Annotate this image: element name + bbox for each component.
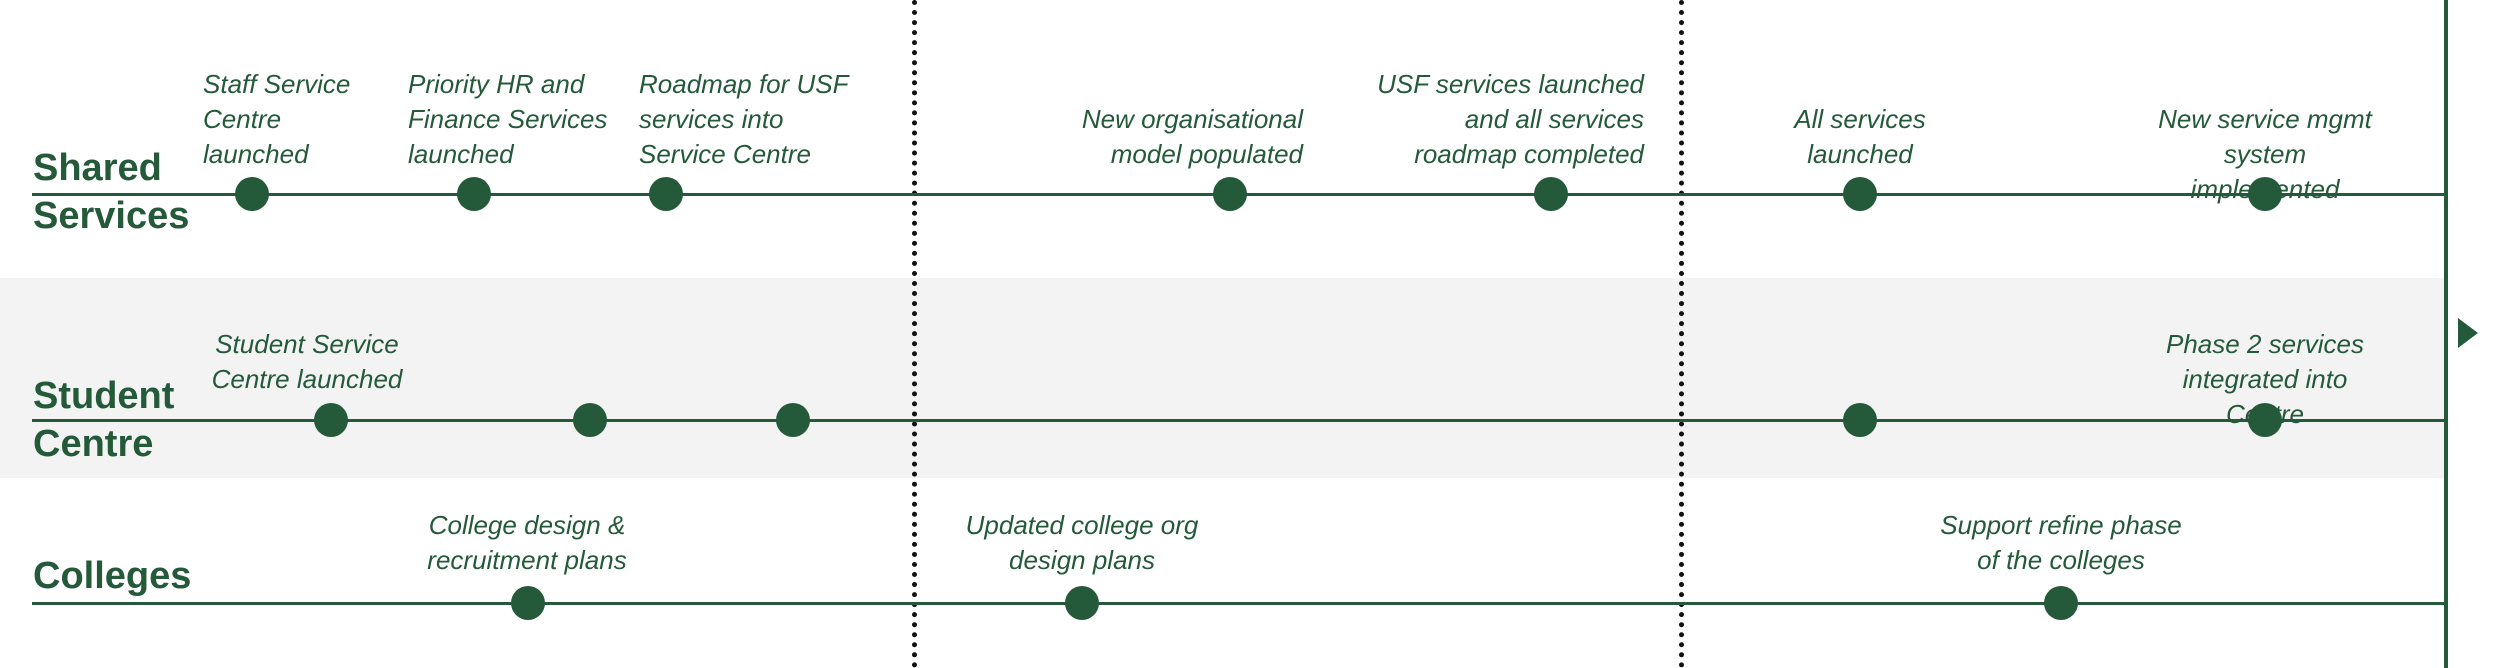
colleges-milestone-marker [511, 586, 545, 620]
shared-services-milestone-marker [2248, 177, 2282, 211]
colleges-milestone-label: College design & recruitment plans [427, 510, 627, 575]
timeline-end-bar [2444, 0, 2448, 668]
student-centre-milestone-marker [573, 403, 607, 437]
colleges-milestone-label: Support refine phase of the colleges [1940, 510, 2182, 575]
student-centre-title-underline [33, 419, 189, 422]
shared-services-milestone-label: All services launched [1794, 104, 1926, 169]
shared-services-milestone-marker [649, 177, 683, 211]
phase-divider-1 [912, 0, 917, 668]
student-centre-timeline-line [32, 419, 2448, 422]
shared-services-milestone-label: Roadmap for USF services into Service Ce… [639, 69, 849, 169]
shared-services-milestone-marker [235, 177, 269, 211]
phase-divider-2 [1679, 0, 1684, 668]
student-centre-milestone-label: Student Service Centre launched [211, 329, 403, 394]
colleges-timeline-line [32, 602, 2448, 605]
shared-services-milestone-label: New organisational model populated [1081, 104, 1303, 169]
student-centre-milestone-marker [314, 403, 348, 437]
shared-services-milestone-label: New service mgmt system implemented [2158, 104, 2372, 204]
student-centre-milestone-marker [1843, 403, 1877, 437]
shared-services-milestone-marker [457, 177, 491, 211]
colleges-milestone-label: Updated college org design plans [965, 510, 1199, 575]
shared-services-title-underline [33, 193, 189, 196]
student-centre-band [0, 278, 2448, 478]
student-centre-milestone-label: Phase 2 services integrated into Centre [2166, 329, 2364, 429]
student-centre-milestone-marker [2248, 403, 2282, 437]
colleges-milestone-marker [2044, 586, 2078, 620]
student-centre-milestone-marker [776, 403, 810, 437]
shared-services-milestone-label: Staff Service Centre launched [203, 69, 351, 169]
shared-services-milestone-marker [1213, 177, 1247, 211]
timeline-arrow-icon [2458, 318, 2478, 348]
shared-services-milestone-marker [1534, 177, 1568, 211]
shared-services-milestone-marker [1843, 177, 1877, 211]
colleges-milestone-marker [1065, 586, 1099, 620]
shared-services-lane-title: Shared Services [33, 147, 190, 237]
shared-services-milestone-label: USF services launched and all services r… [1377, 69, 1644, 169]
shared-services-milestone-label: Priority HR and Finance Services launche… [408, 69, 608, 169]
student-centre-lane-title: Student Centre [33, 375, 175, 465]
colleges-lane-title: Colleges [33, 555, 192, 597]
